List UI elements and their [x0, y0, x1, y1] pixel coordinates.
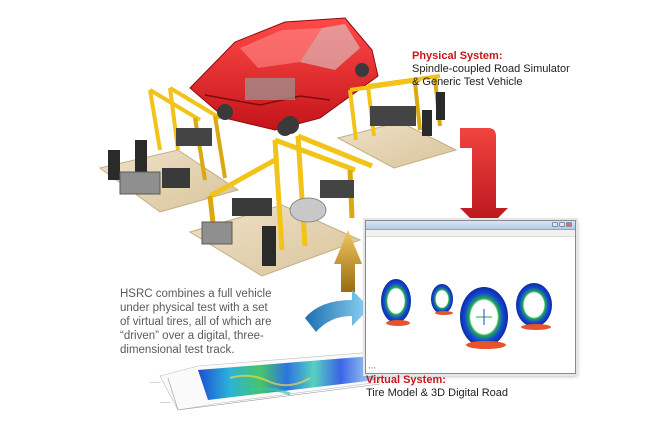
- virtual-system-heading: Virtual System:: [366, 374, 446, 386]
- digital-road-strip: ─── ───: [149, 351, 381, 411]
- virtual-tire-2: [431, 284, 453, 315]
- maximize-icon: [559, 222, 565, 227]
- gold-up-arrow-icon: [334, 230, 362, 292]
- physical-system-line1: Spindle-coupled Road Simulator: [412, 63, 570, 75]
- virtual-system-window: ▪ ▪ ▪: [365, 220, 576, 374]
- minimize-icon: [552, 222, 558, 227]
- tire-model-viewport: [366, 237, 575, 359]
- front-actuator-rig: [201, 120, 373, 266]
- description-line: dimensional test track.: [120, 344, 235, 356]
- close-icon: [566, 222, 572, 227]
- description-line: HSRC combines a full vehicle: [120, 288, 272, 300]
- description-line: under physical test with a set: [120, 302, 268, 314]
- window-menubar: [366, 230, 575, 237]
- physical-system-line2: & Generic Test Vehicle: [412, 76, 523, 88]
- virtual-tire-1: [381, 279, 411, 326]
- virtual-system-line1: Tire Model & 3D Digital Road: [366, 387, 509, 399]
- description-line: of virtual tires, all of which are: [120, 316, 272, 328]
- svg-text:───: ───: [149, 380, 161, 386]
- svg-text:───: ───: [159, 400, 171, 406]
- physical-system-heading: Physical System:: [412, 50, 503, 62]
- test-vehicle-car: [189, 17, 379, 134]
- description-line: “driven” over a digital, three-: [120, 330, 264, 342]
- virtual-tire-3: [460, 287, 508, 349]
- red-down-arrow-icon: [460, 128, 508, 232]
- right-rear-actuator-rig: [348, 74, 445, 141]
- hsrc-description: HSRC combines a full vehicle under physi…: [120, 287, 320, 357]
- window-statusbar: ▪ ▪ ▪: [369, 365, 376, 370]
- left-rear-actuator-rig: [108, 86, 227, 195]
- window-titlebar: [366, 221, 575, 230]
- blue-right-arrow-icon: [305, 290, 370, 332]
- virtual-tire-4: [516, 283, 552, 330]
